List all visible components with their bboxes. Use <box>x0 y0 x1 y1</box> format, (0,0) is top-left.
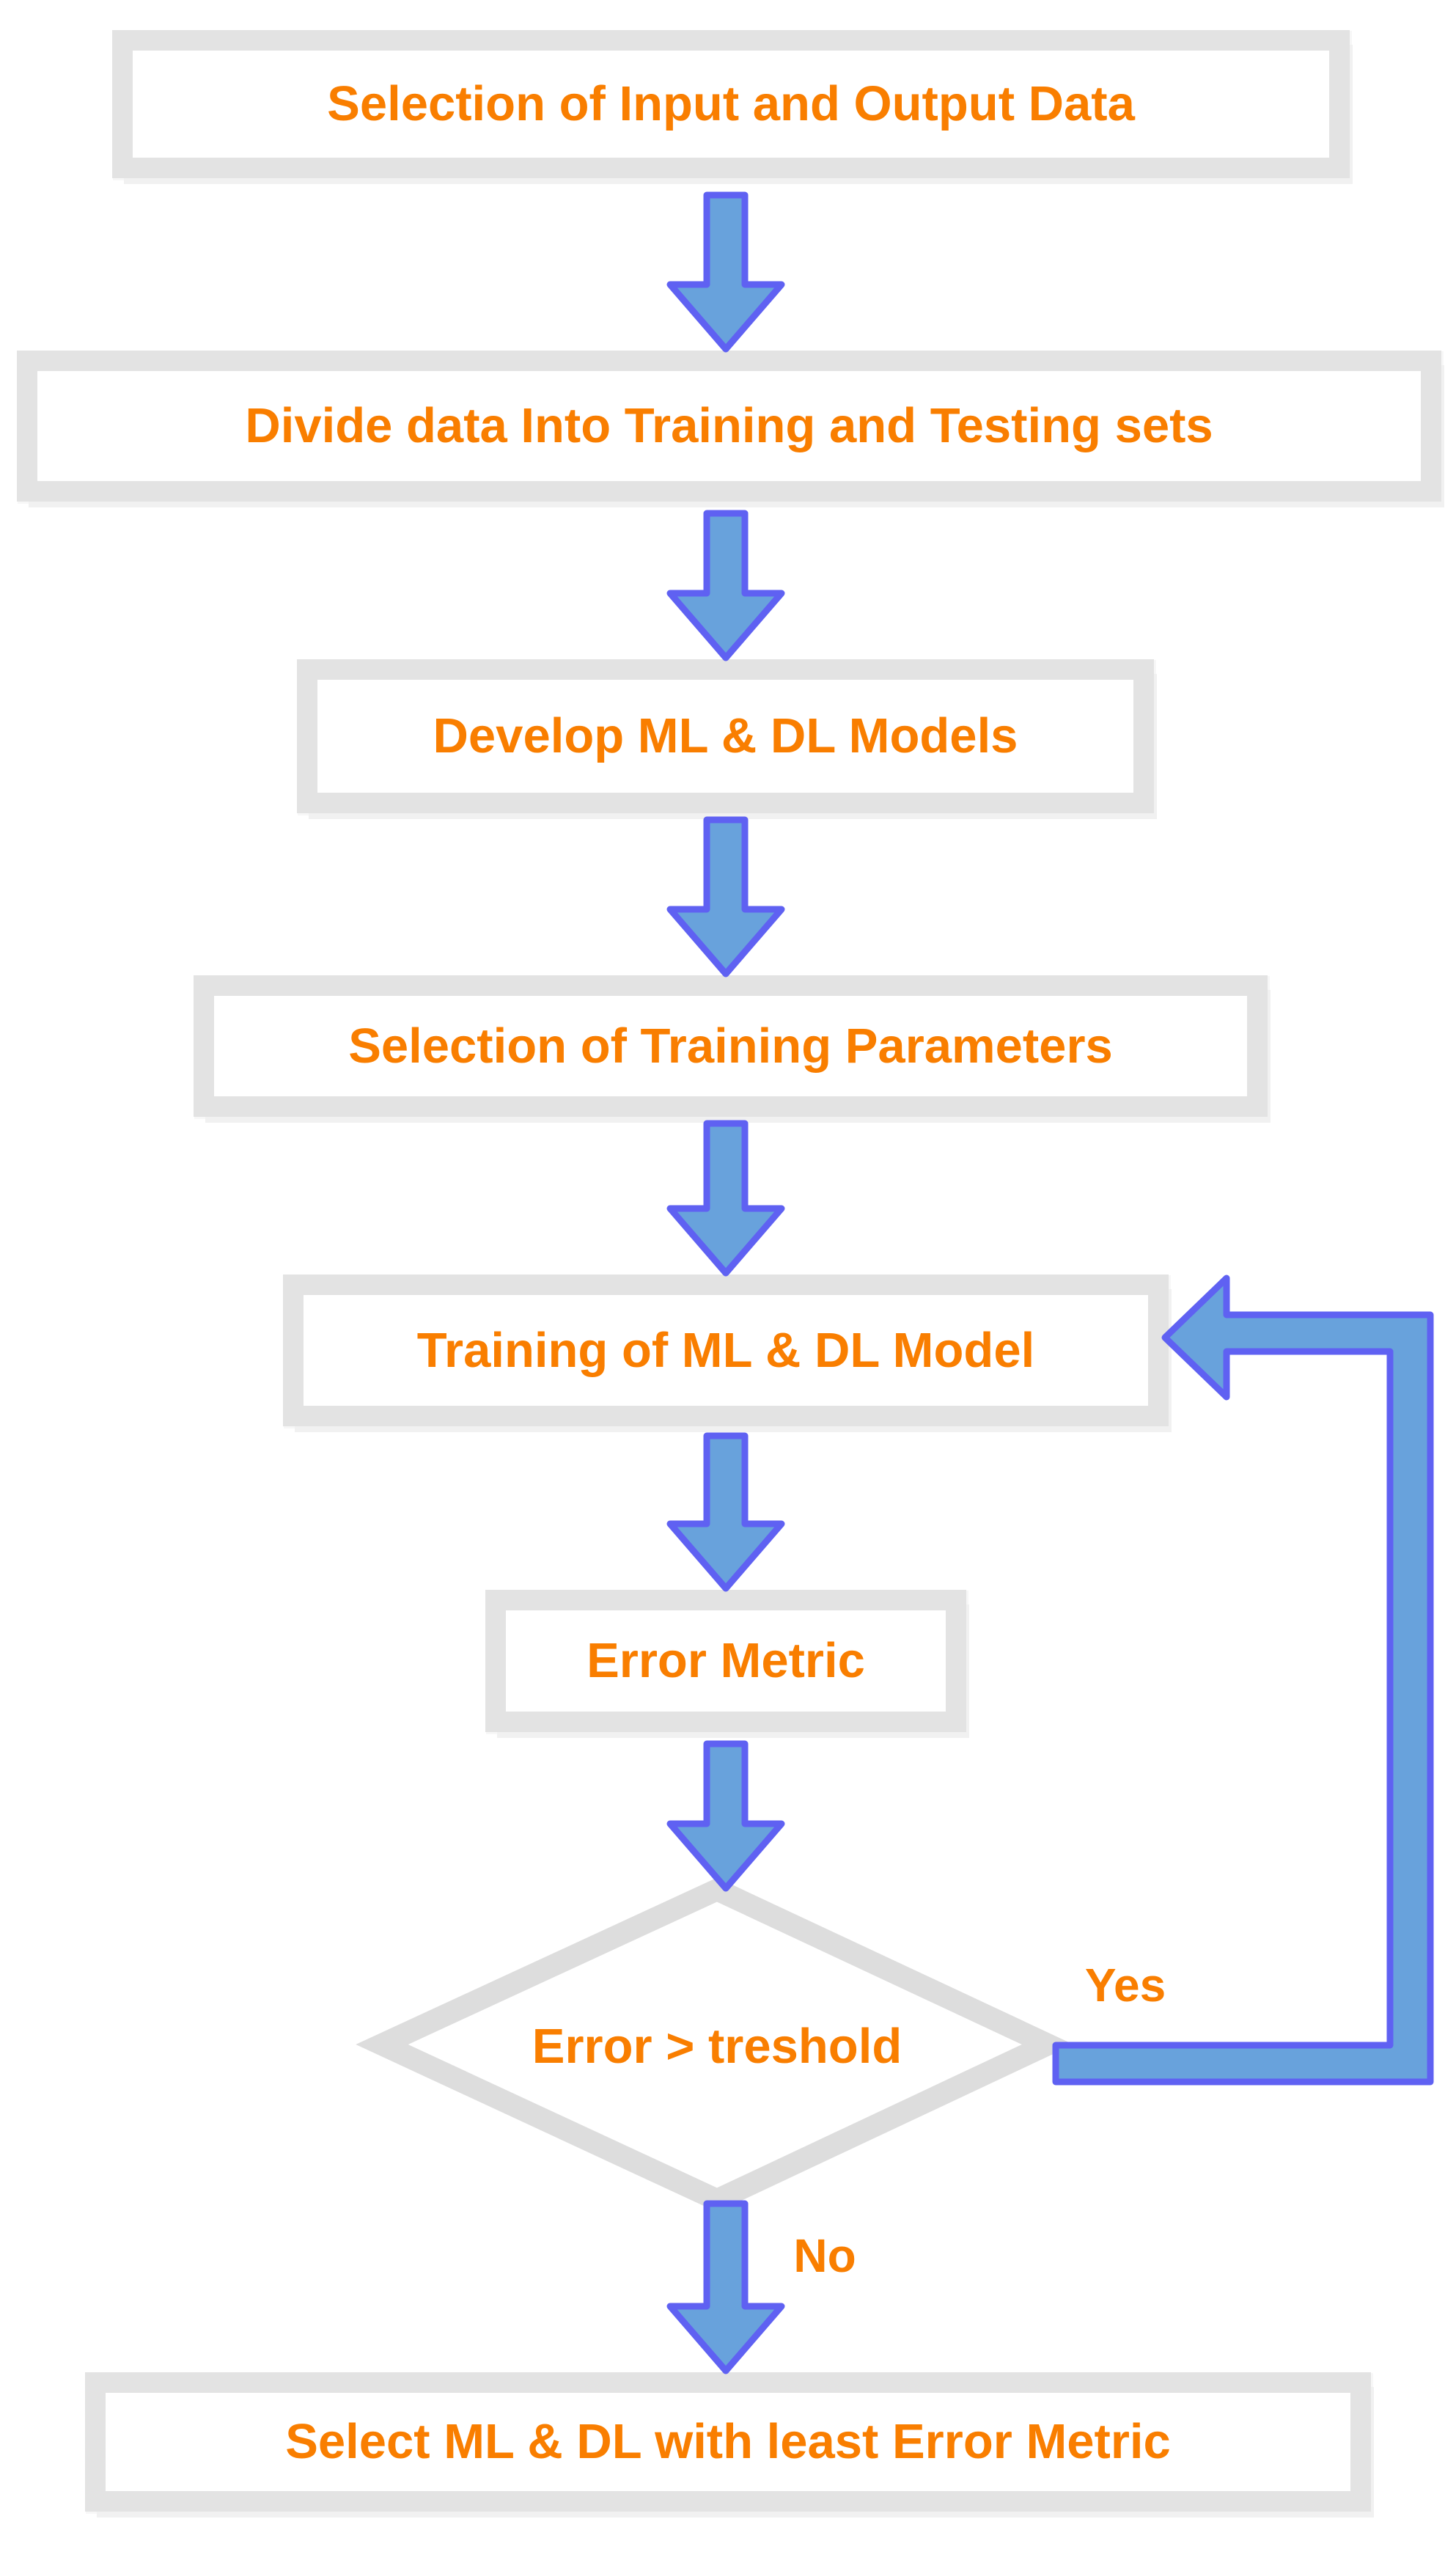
node-error-metric-label: Error Metric <box>587 1633 865 1689</box>
arrow-params-to-training <box>666 1120 785 1277</box>
node-develop-models-label: Develop ML & DL Models <box>433 708 1018 764</box>
edge-label-yes: Yes <box>1084 1959 1166 2011</box>
arrow-select-io-to-divide <box>666 191 785 353</box>
node-divide-data: Divide data Into Training and Testing se… <box>17 351 1441 502</box>
node-train-model-label: Training of ML & DL Model <box>416 1322 1035 1378</box>
node-select-io: Selection of Input and Output Data <box>112 30 1350 178</box>
node-divide-data-label: Divide data Into Training and Testing se… <box>245 398 1213 454</box>
node-develop-models: Develop ML & DL Models <box>297 659 1154 813</box>
node-train-model: Training of ML & DL Model <box>283 1275 1169 1426</box>
arrow-develop-to-params <box>666 816 785 978</box>
node-training-params: Selection of Training Parameters <box>194 975 1268 1117</box>
arrow-training-to-error-metric <box>666 1432 785 1592</box>
edge-label-no: No <box>793 2229 856 2282</box>
node-error-metric: Error Metric <box>485 1590 966 1732</box>
arrow-divide-to-develop <box>666 510 785 661</box>
decision-diamond-label: Error > treshold <box>532 2018 902 2074</box>
arrow-error-metric-to-decision <box>666 1740 785 1892</box>
node-select-io-label: Selection of Input and Output Data <box>327 76 1135 132</box>
node-select-best: Select ML & DL with least Error Metric <box>85 2372 1371 2512</box>
node-select-best-label: Select ML & DL with least Error Metric <box>285 2414 1171 2470</box>
node-training-params-label: Selection of Training Parameters <box>348 1018 1113 1074</box>
